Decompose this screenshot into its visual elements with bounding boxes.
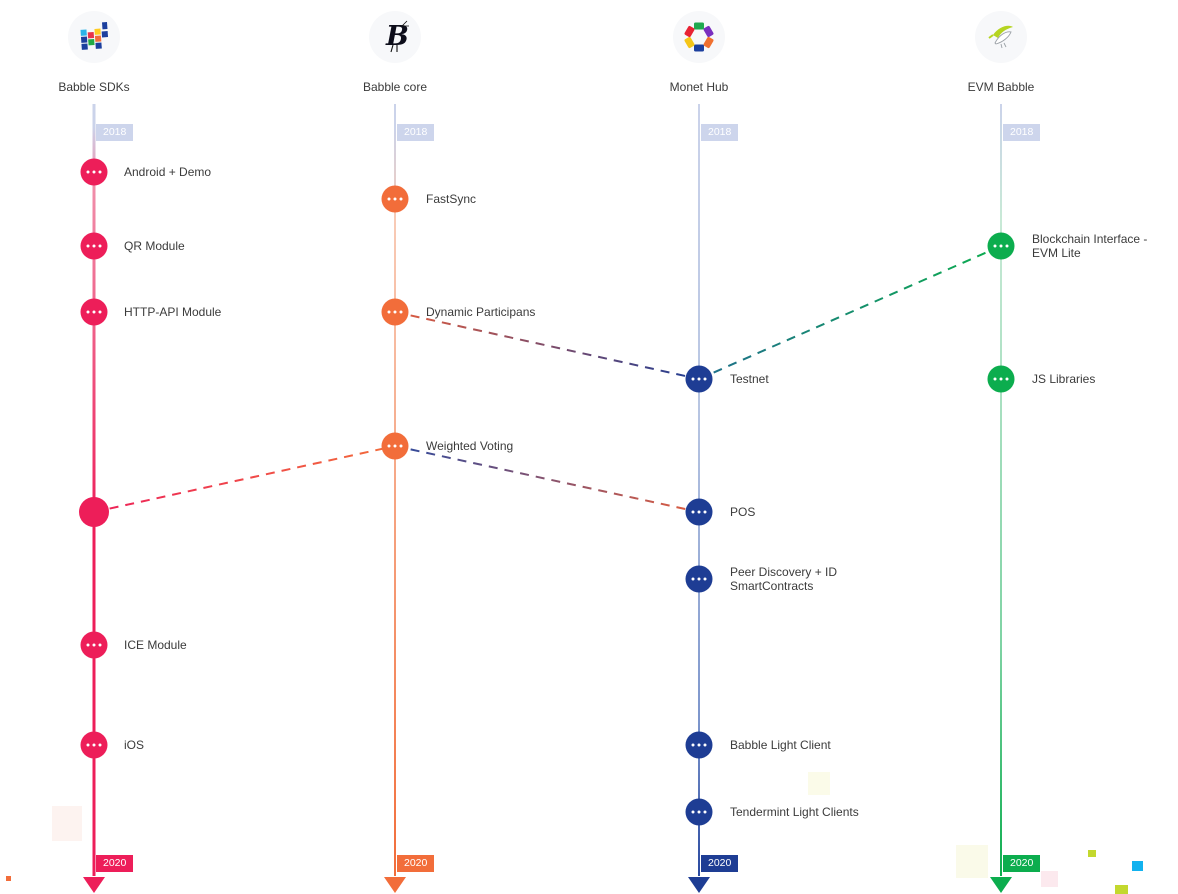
evm-babble-logo [975,11,1027,63]
decor-square [956,845,988,878]
milestone-label: POS [730,505,756,519]
milestone-label: Dynamic Participans [426,305,536,319]
timeline-arrow-monet-hub [688,877,710,893]
milestone-blockchain-interface-evm-lite[interactable] [987,232,1015,260]
year-badge-2018-evm-babble: 2018 [1003,124,1041,141]
decor-square [808,772,830,795]
babble-core-logo: B [369,11,421,63]
milestone-label: Peer Discovery + ID SmartContracts [730,565,838,593]
connector-weighted-voting-to-pos [394,445,700,513]
milestone-unlabeled[interactable] [79,497,109,527]
column-title-monet-hub: Monet Hub [669,80,729,94]
milestone-label: JS Libraries [1032,372,1096,386]
year-badge-2020-babble-core: 2020 [397,855,435,872]
milestone-label: FastSync [426,192,477,206]
milestone-ios[interactable] [80,731,108,759]
milestone-label: Weighted Voting [426,439,514,453]
year-badge-2020-monet-hub: 2020 [701,855,739,872]
milestone-label: QR Module [124,239,185,253]
connector-testnet-to-blockchain-interface [698,245,1002,380]
timeline-evm-babble [1000,104,1002,876]
milestone-fastsync[interactable] [381,185,409,213]
milestone-dynamic-participans[interactable] [381,298,409,326]
decor-square [1132,861,1143,871]
monet-hub-logo [673,11,725,63]
timeline-arrow-babble-core [384,877,406,893]
column-title-evm-babble: EVM Babble [967,80,1035,94]
connector-dynamic-participans-to-testnet [394,311,700,380]
monet-hub-chips-icon [684,22,714,52]
year-badge-2018-babble-core: 2018 [397,124,435,141]
milestone-label: Testnet [730,372,769,386]
milestone-pos[interactable] [685,498,713,526]
decor-square [52,806,82,841]
babble-sdks-cube-icon [80,22,109,50]
milestone-qr-module[interactable] [80,232,108,260]
decor-square [6,876,11,881]
year-badge-2020-babble-sdks: 2020 [96,855,134,872]
year-badge-2018-monet-hub: 2018 [701,124,739,141]
milestone-label: iOS [124,738,145,752]
babble-sdks-logo [68,11,120,63]
year-badge-2018-babble-sdks: 2018 [96,124,134,141]
milestone-android-demo[interactable] [80,158,108,186]
milestone-babble-light-client[interactable] [685,731,713,759]
milestone-http-api-module[interactable] [80,298,108,326]
decor-square [1088,850,1096,857]
milestone-peer-discovery[interactable] [685,565,713,593]
timeline-arrow-evm-babble [990,877,1012,893]
milestone-ice-module[interactable] [80,631,108,659]
timeline-monet-hub [698,104,700,876]
milestone-tendermint-light-clients[interactable] [685,798,713,826]
evm-babble-bird-icon [988,25,1013,49]
column-title-babble-core: Babble core [362,80,428,94]
decor-square [1041,871,1058,887]
svg-text:B: B [385,21,409,52]
milestone-testnet[interactable] [685,365,713,393]
babble-core-bird-icon: B [385,20,409,53]
milestone-label: Android + Demo [124,165,212,179]
timeline-babble-core [394,104,396,876]
milestone-label: Blockchain Interface - EVM Lite [1032,232,1148,260]
milestone-label: Babble Light Client [730,738,831,752]
milestone-label: Tendermint Light Clients [730,805,859,819]
timeline-arrow-babble-sdks [83,877,105,893]
year-badge-2020-evm-babble: 2020 [1003,855,1041,872]
timeline-babble-sdks [92,104,96,876]
milestone-label: HTTP-API Module [124,305,222,319]
milestone-js-libraries[interactable] [987,365,1015,393]
milestone-label: ICE Module [124,638,187,652]
milestone-weighted-voting[interactable] [381,432,409,460]
column-title-babble-sdks: Babble SDKs [58,80,130,94]
connector-unlabeled-to-weighted-voting [93,445,396,513]
decor-square [1115,885,1128,894]
